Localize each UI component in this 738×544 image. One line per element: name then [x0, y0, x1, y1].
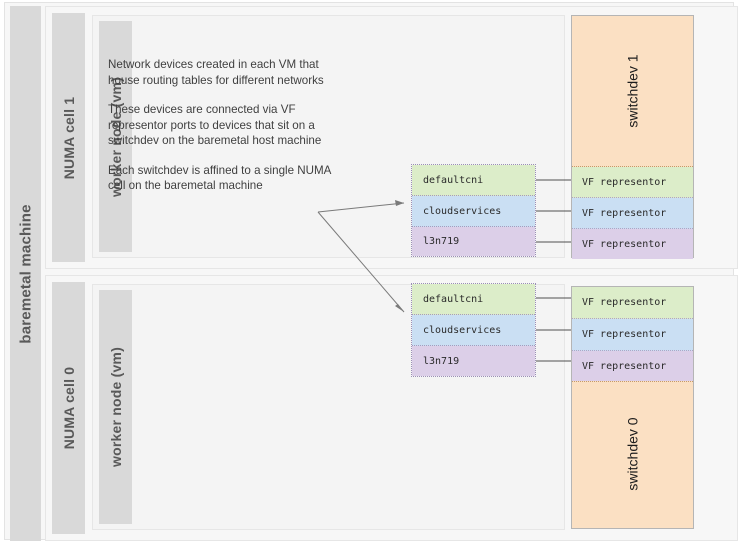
switchdev-0-label: switchdev 0	[624, 417, 641, 491]
vf-representor-green-1[interactable]: VF representor	[572, 167, 693, 198]
worker-node-vm-0-label-band: worker node (vm)	[99, 290, 132, 524]
numa-cell-0-label: NUMA cell 0	[60, 366, 77, 450]
network-device-l3n719-0[interactable]: l3n719	[412, 346, 535, 376]
numa-cell-1-label: NUMA cell 1	[60, 96, 77, 179]
note-paragraph-3: Each switchdev is affined to a single NU…	[108, 163, 331, 193]
vf-representor-purple-1[interactable]: VF representor	[572, 229, 693, 259]
vf-representor-blue-0[interactable]: VF representor	[572, 319, 693, 351]
numa-cell-0-label-band: NUMA cell 0	[52, 282, 85, 534]
switchdev-1-label: switchdev 1	[624, 54, 641, 128]
vf-representor-green-0[interactable]: VF representor	[572, 287, 693, 319]
baremetal-machine-label-band: baremetal machine	[10, 6, 41, 541]
switchdev-1-container: switchdev 1 VF representor VF represento…	[571, 15, 694, 259]
note-paragraph-1: Network devices created in each VM that …	[108, 58, 324, 87]
switchdev-0-title-area: switchdev 0	[572, 380, 693, 528]
network-device-stack-1: defaultcni cloudservices l3n719	[411, 164, 536, 257]
worker-node-vm-1-label-band: worker node (vm)	[99, 21, 132, 252]
switchdev-0-container: VF representor VF representor VF represe…	[571, 286, 694, 529]
worker-node-vm-0-label: worker node (vm)	[107, 347, 124, 467]
network-device-l3n719-1[interactable]: l3n719	[412, 227, 535, 256]
switchdev-1-vf-group: VF representor VF representor VF represe…	[572, 166, 693, 259]
network-device-defaultcni-1[interactable]: defaultcni	[412, 165, 535, 196]
vf-representor-blue-1[interactable]: VF representor	[572, 198, 693, 229]
switchdev-1-title-area: switchdev 1	[572, 16, 693, 166]
switchdev-0-vf-group: VF representor VF representor VF represe…	[572, 287, 693, 382]
baremetal-machine-label: baremetal machine	[17, 203, 34, 344]
numa-cell-1-label-band: NUMA cell 1	[52, 13, 85, 262]
vf-representor-purple-0[interactable]: VF representor	[572, 351, 693, 381]
network-device-cloudservices-0[interactable]: cloudservices	[412, 315, 535, 346]
explanatory-notes: Network devices created in each VM that …	[108, 57, 338, 194]
note-paragraph-2: These devices are connected via VF repre…	[108, 103, 322, 147]
network-device-defaultcni-0[interactable]: defaultcni	[412, 284, 535, 315]
network-device-stack-0: defaultcni cloudservices l3n719	[411, 283, 536, 377]
network-device-cloudservices-1[interactable]: cloudservices	[412, 196, 535, 227]
